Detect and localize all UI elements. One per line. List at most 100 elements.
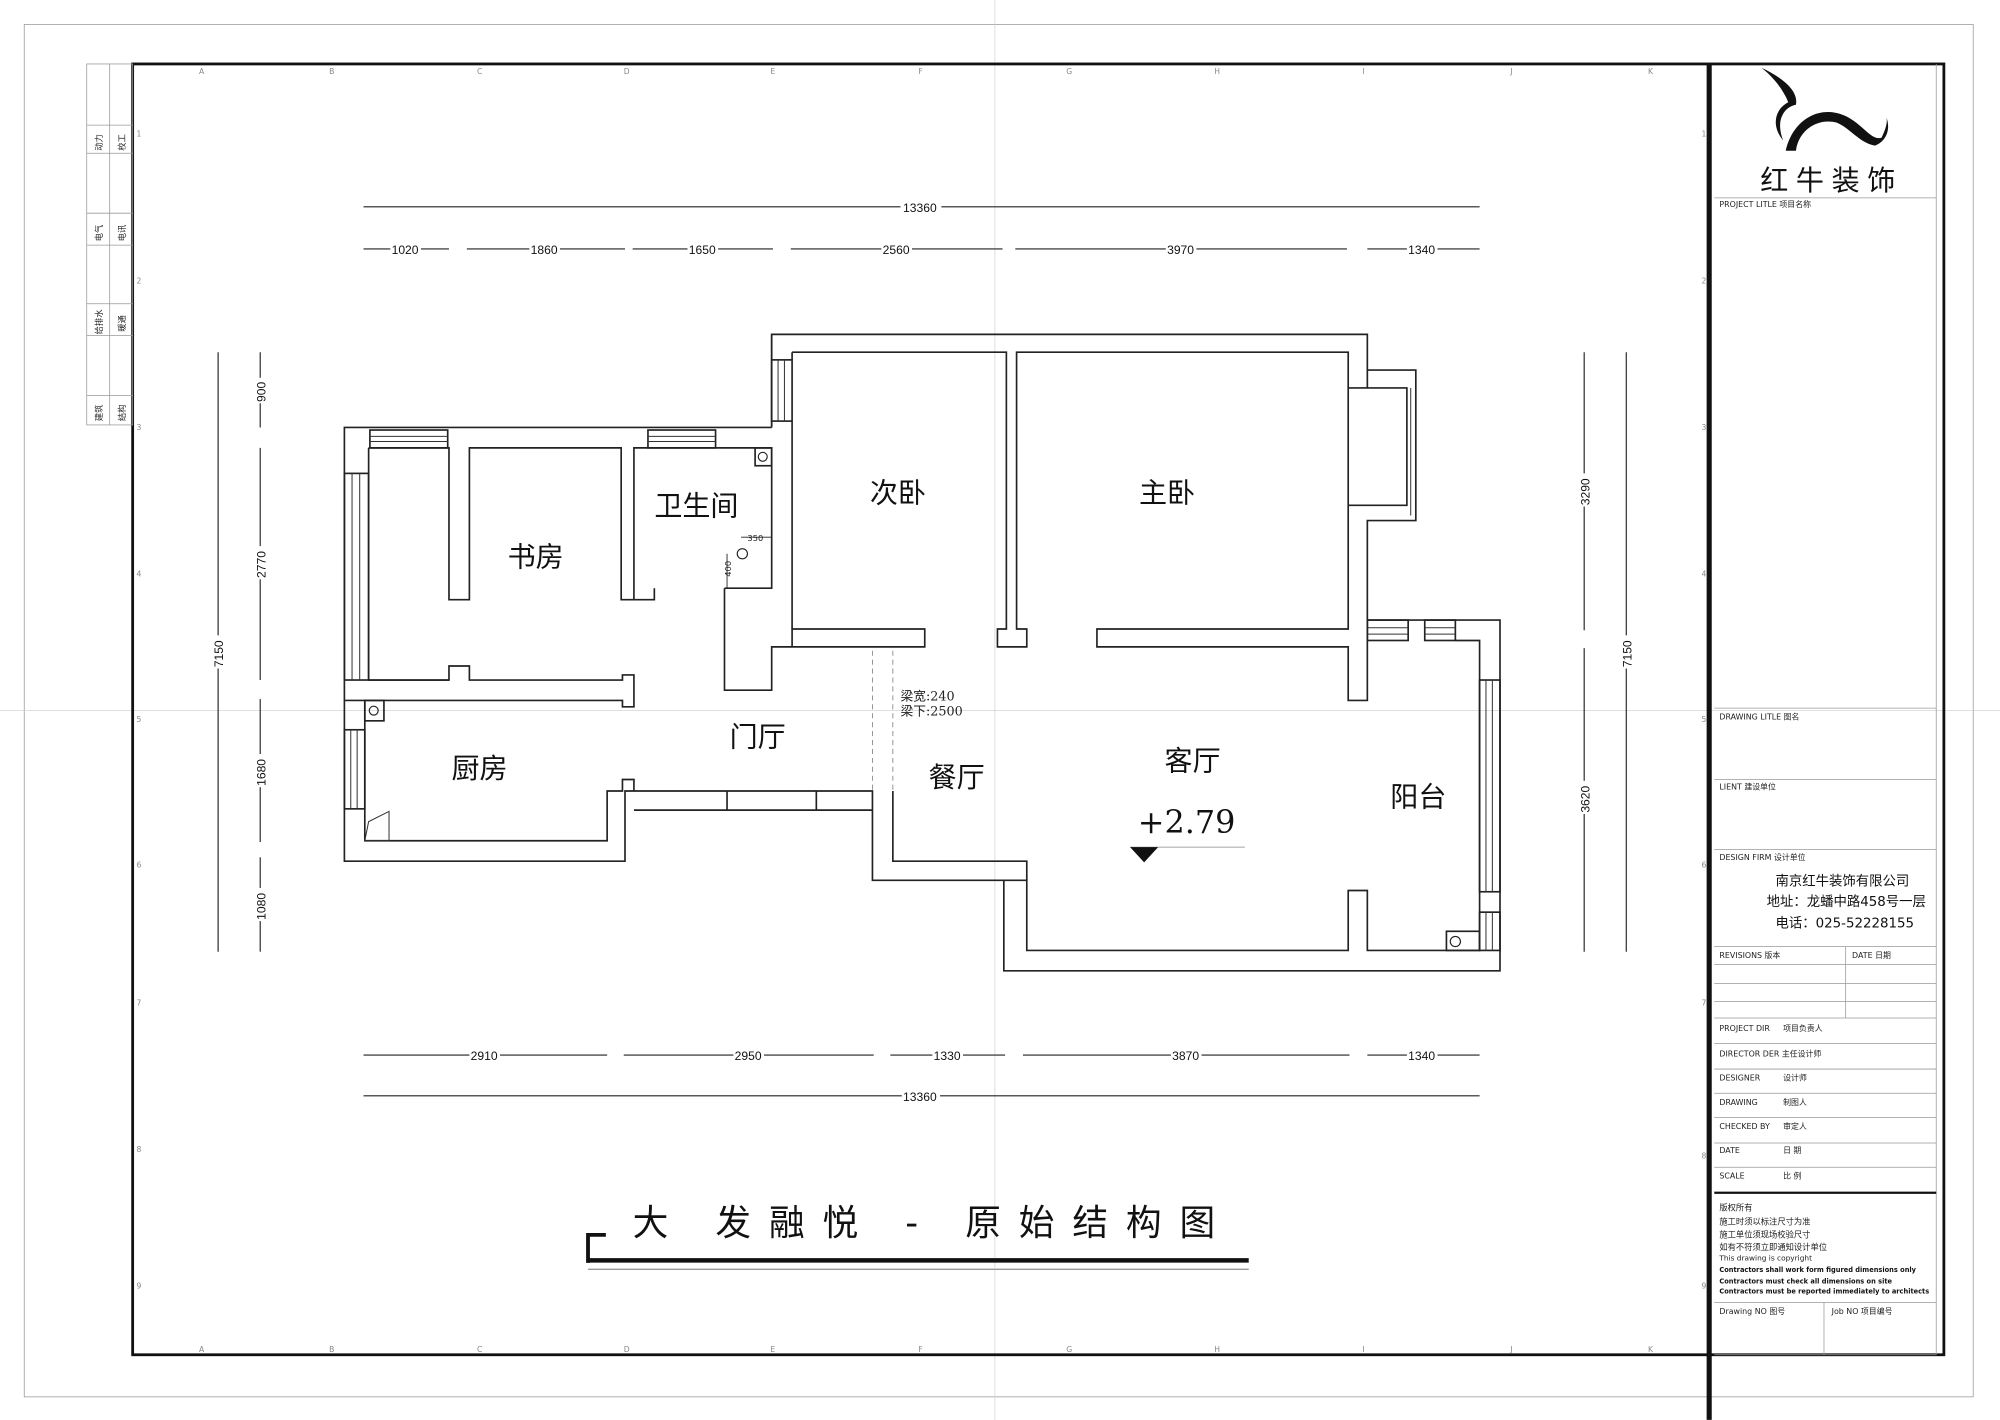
- svg-text:CHECKED BY: CHECKED BY: [1719, 1122, 1770, 1131]
- svg-text:A: A: [199, 67, 205, 76]
- room-dining: 餐厅: [929, 761, 985, 794]
- svg-text:B: B: [329, 67, 334, 76]
- room-foyer: 门厅: [730, 720, 786, 753]
- svg-text:9: 9: [136, 1281, 141, 1290]
- svg-text:1: 1: [136, 130, 141, 139]
- floor-plan-walls: [343, 333, 1501, 972]
- svg-text:1020: 1020: [392, 243, 419, 257]
- svg-text:7150: 7150: [1620, 640, 1634, 667]
- svg-text:900: 900: [254, 381, 268, 401]
- room-labels: 书房 卫生间 次卧 主卧 厨房 门厅 餐厅 客厅 阳台: [452, 477, 1447, 814]
- svg-text:建筑: 建筑: [94, 404, 104, 421]
- svg-text:K: K: [1648, 1345, 1654, 1354]
- svg-text:3: 3: [136, 423, 141, 432]
- svg-text:1650: 1650: [689, 243, 716, 257]
- svg-text:3620: 3620: [1578, 785, 1592, 812]
- svg-text:项目负责人: 项目负责人: [1783, 1023, 1823, 1033]
- svg-text:给排水: 给排水: [94, 309, 104, 335]
- svg-text:1860: 1860: [531, 243, 558, 257]
- svg-text:REVISIONS 版本: REVISIONS 版本: [1719, 950, 1780, 960]
- svg-text:电讯: 电讯: [117, 224, 127, 241]
- svg-text:C: C: [477, 1345, 482, 1354]
- discipline-table: 动力 校工 电气 电讯 给排水 暖通 建筑 结构: [86, 63, 134, 426]
- svg-text:1680: 1680: [254, 759, 268, 786]
- svg-text:DRAWING LITLE 图名: DRAWING LITLE 图名: [1719, 712, 1799, 722]
- svg-text:比 例: 比 例: [1783, 1171, 1801, 1181]
- svg-text:1: 1: [1702, 130, 1707, 139]
- svg-text:B: B: [329, 1345, 334, 1354]
- svg-text:电气: 电气: [94, 225, 104, 242]
- svg-text:日 期: 日 期: [1783, 1146, 1801, 1155]
- svg-text:Contractors must be reported i: Contractors must be reported immediately…: [1719, 1288, 1929, 1296]
- svg-text:K: K: [1648, 67, 1654, 76]
- room-kitchen: 厨房: [452, 752, 508, 785]
- svg-text:制图人: 制图人: [1783, 1097, 1807, 1107]
- svg-text:PROJECT DIR: PROJECT DIR: [1719, 1024, 1770, 1033]
- svg-text:J: J: [1509, 67, 1512, 76]
- grid-columns: A B C D E F G H I J K A B C D E F G H I …: [199, 67, 1654, 1354]
- svg-text:DESIGN FIRM 设计单位: DESIGN FIRM 设计单位: [1719, 852, 1805, 862]
- svg-text:2950: 2950: [735, 1049, 762, 1063]
- svg-text:I: I: [1362, 1345, 1364, 1354]
- svg-text:J: J: [1509, 1345, 1512, 1354]
- svg-text:DATE: DATE: [1719, 1146, 1740, 1155]
- svg-text:4: 4: [136, 570, 141, 579]
- svg-text:7: 7: [1702, 998, 1707, 1007]
- svg-text:1340: 1340: [1408, 243, 1435, 257]
- svg-text:13360: 13360: [903, 201, 937, 215]
- svg-text:审定人: 审定人: [1783, 1121, 1807, 1131]
- svg-text:DATE 日期: DATE 日期: [1852, 951, 1891, 960]
- svg-text:红牛装饰: 红牛装饰: [1760, 164, 1903, 197]
- elevation-triangle-icon: [1130, 847, 1159, 863]
- svg-text:5: 5: [1702, 715, 1707, 724]
- drawing-title: 大 发融悦 - 原始结构图: [586, 1203, 1249, 1270]
- svg-text:3290: 3290: [1578, 478, 1592, 505]
- svg-text:4: 4: [1702, 570, 1707, 579]
- svg-text:2: 2: [136, 276, 141, 285]
- svg-text:校工: 校工: [117, 134, 127, 151]
- svg-text:8: 8: [1702, 1151, 1707, 1160]
- svg-text:版权所有: 版权所有: [1719, 1203, 1752, 1213]
- svg-text:地址：龙蟠中路458号一层: 地址：龙蟠中路458号一层: [1767, 894, 1926, 910]
- svg-text:2910: 2910: [471, 1049, 498, 1063]
- svg-text:I: I: [1362, 67, 1364, 76]
- svg-text:3: 3: [1702, 423, 1707, 432]
- svg-text:设计师: 设计师: [1783, 1073, 1807, 1083]
- svg-text:5: 5: [136, 715, 141, 724]
- svg-text:Contractors must check all dim: Contractors must check all dimensions on…: [1719, 1277, 1892, 1285]
- svg-text:This drawing is copyright: This drawing is copyright: [1718, 1253, 1812, 1262]
- svg-text:Contractors shall work form fi: Contractors shall work form figured dime…: [1719, 1266, 1916, 1274]
- room-bathroom: 卫生间: [654, 489, 738, 522]
- svg-text:1330: 1330: [934, 1049, 961, 1063]
- room-balcony: 阳台: [1390, 780, 1446, 813]
- svg-text:E: E: [770, 67, 775, 76]
- svg-text:DESIGNER: DESIGNER: [1719, 1074, 1760, 1083]
- svg-text:南京红牛装饰有限公司: 南京红牛装饰有限公司: [1776, 873, 1910, 889]
- svg-text:13360: 13360: [903, 1090, 937, 1104]
- svg-text:1080: 1080: [254, 893, 268, 920]
- svg-text:400: 400: [723, 561, 733, 577]
- drawing-border: [131, 62, 1946, 1357]
- svg-text:梁宽:240: 梁宽:240: [901, 688, 955, 704]
- svg-text:F: F: [918, 1345, 922, 1354]
- svg-text:动力: 动力: [94, 134, 104, 151]
- room-master-bedroom: 主卧: [1139, 477, 1195, 510]
- svg-text:350: 350: [747, 533, 763, 543]
- red-bull-logo-icon: [1761, 67, 1889, 151]
- svg-text:6: 6: [1702, 861, 1707, 870]
- svg-text:3870: 3870: [1172, 1049, 1199, 1063]
- svg-text:电话：025-52228155: 电话：025-52228155: [1776, 915, 1915, 931]
- svg-text:梁下:2500: 梁下:2500: [901, 705, 963, 720]
- svg-text:2: 2: [1702, 276, 1707, 285]
- svg-text:H: H: [1214, 1345, 1220, 1354]
- elevation-marker: +2.79: [1130, 803, 1245, 863]
- bathroom-dimensions: 350 400: [723, 533, 772, 589]
- room-living: 客厅: [1165, 745, 1221, 778]
- svg-text:2770: 2770: [254, 551, 268, 578]
- svg-text:DRAWING: DRAWING: [1719, 1098, 1757, 1107]
- top-dimension-labels: 13360 1020 1860 1650 2560 3970 1340: [390, 199, 1438, 257]
- svg-text:暖通: 暖通: [117, 315, 127, 332]
- left-dimension-labels: 7150 900 2770 1680 1080: [210, 377, 268, 922]
- svg-text:2560: 2560: [883, 243, 910, 257]
